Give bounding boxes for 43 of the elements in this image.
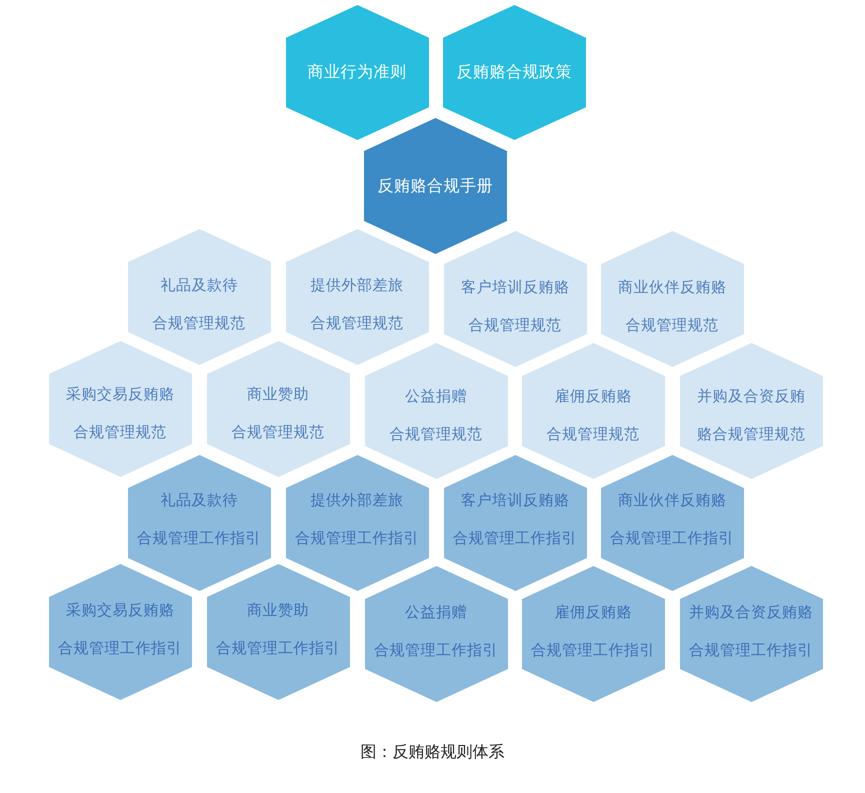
hexagon-tile [444, 455, 586, 591]
tile-label: 商业伙伴反贿赂合规管理规范 [618, 277, 726, 336]
figure-caption: 图：反贿赂规则体系 [360, 741, 504, 763]
hexagon-tile [444, 231, 586, 367]
tile-label: 反贿赂合规手册 [377, 175, 493, 197]
hexagon-tile [522, 566, 664, 702]
tile-label: 商业伙伴反贿赂合规管理工作指引 [610, 490, 734, 549]
hexagon-tile [48, 341, 192, 477]
tile-label: 雇佣反贿赂合规管理工作指引 [531, 602, 655, 661]
tile-label: 并购及合资反贿赂合规管理工作指引 [689, 602, 813, 661]
hexagon-tile [442, 4, 586, 140]
hexagon-tile [286, 4, 428, 140]
tile-label: 雇佣反贿赂合规管理规范 [546, 386, 640, 445]
hexagon-tile [286, 455, 428, 591]
tile-label: 礼品及款待合规管理规范 [152, 275, 246, 334]
tile-label: 商业行为准则 [308, 61, 406, 83]
tile-label: 商业赞助合规管理工作指引 [216, 600, 340, 659]
tile-label: 公益捐赠合规管理规范 [390, 386, 482, 445]
hexagon-tile [680, 343, 822, 479]
tile-label: 客户培训反贿赂合规管理工作指引 [453, 490, 577, 549]
tile-label: 商业赞助合规管理规范 [232, 384, 324, 443]
hexagon-tile [128, 229, 270, 365]
tile-label: 公益捐赠合规管理工作指引 [374, 602, 498, 661]
hexagon-tile [206, 341, 350, 477]
tile-label: 提供外部差旅合规管理工作指引 [295, 490, 419, 549]
tile-label: 采购交易反贿赂合规管理工作指引 [58, 600, 182, 659]
tile-label: 并购及合资反贿赂合规管理规范 [696, 386, 806, 445]
hexagon-tile [206, 564, 350, 700]
hexagon-tile [364, 343, 508, 479]
hexagon-tile [364, 118, 506, 254]
tile-label: 客户培训反贿赂合规管理规范 [460, 277, 570, 336]
hexagon-tile [522, 343, 664, 479]
tile-label: 提供外部差旅合规管理规范 [310, 275, 404, 334]
hexagon-tile [48, 564, 192, 700]
hexagon-tile [600, 231, 744, 367]
hexagon-tile [286, 229, 428, 365]
tile-label: 礼品及款待合规管理工作指引 [137, 490, 261, 549]
hexagon-tile [128, 455, 270, 591]
tile-label: 采购交易反贿赂合规管理规范 [66, 384, 174, 443]
hexagon-tile [600, 455, 744, 591]
hexagon-tile [680, 566, 822, 702]
hexagon-tile [364, 566, 508, 702]
tile-label: 反贿赂合规政策 [456, 61, 572, 83]
